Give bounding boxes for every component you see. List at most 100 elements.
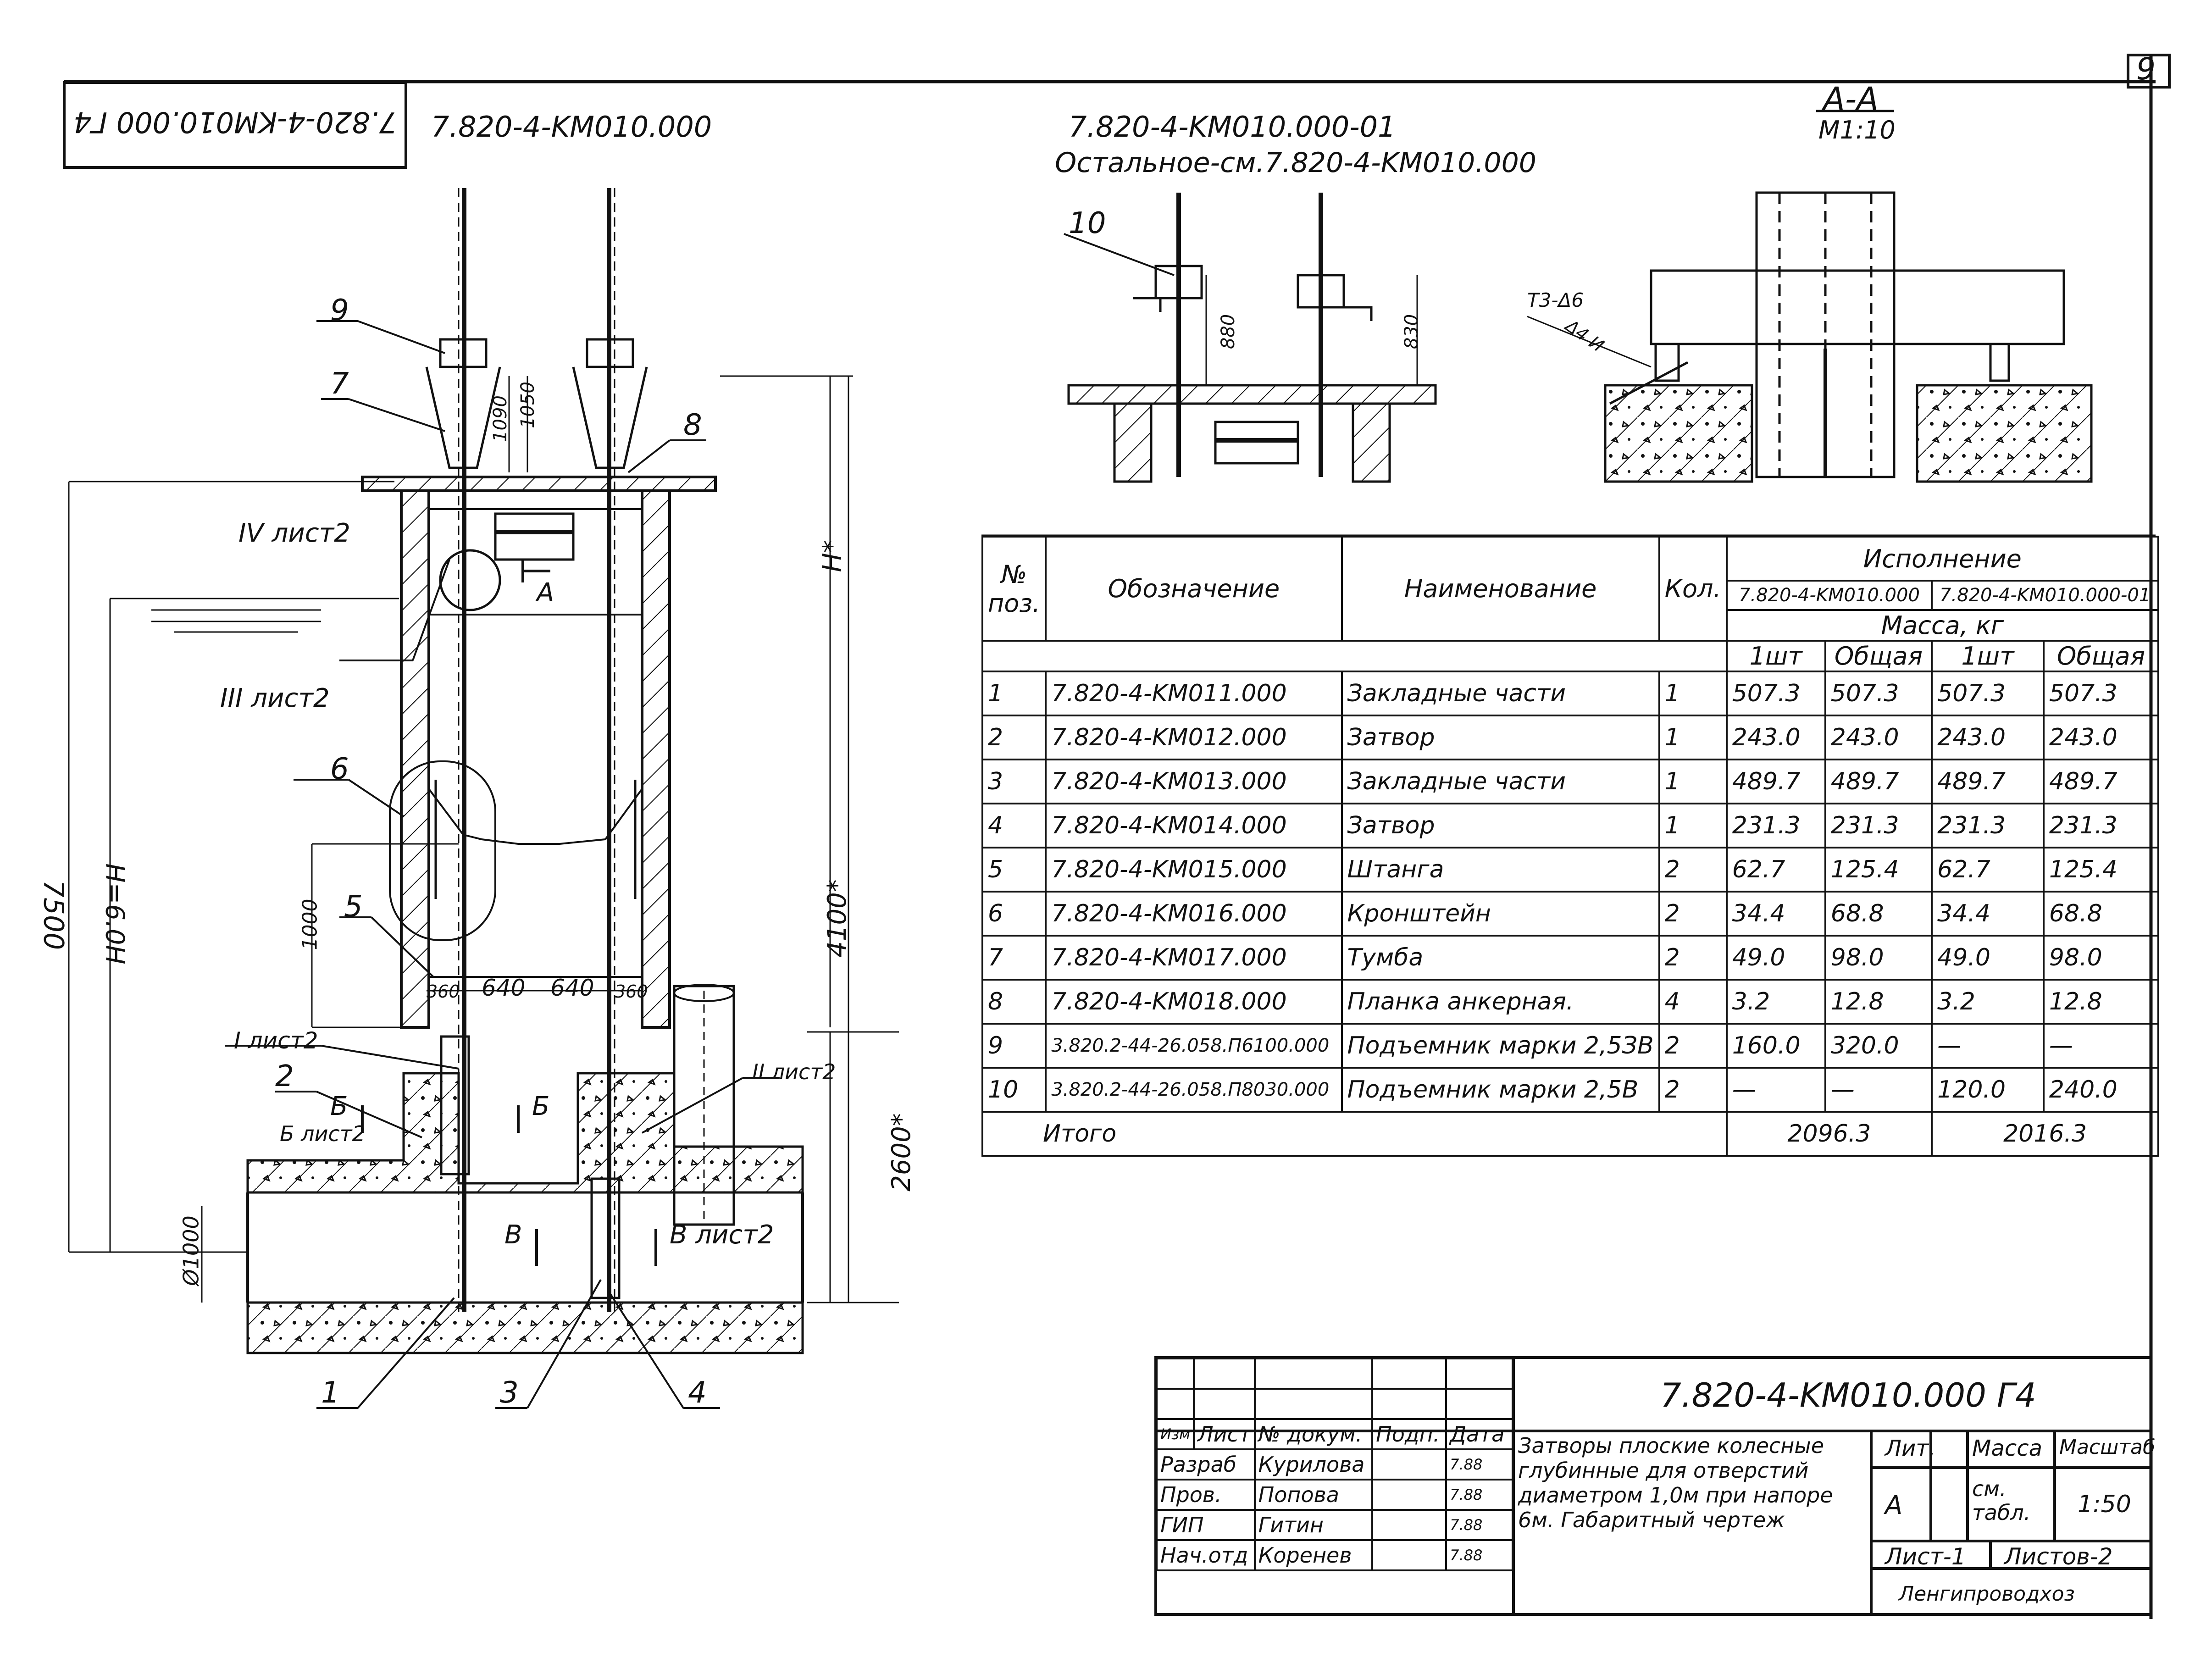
- dim-1050: 1050: [517, 382, 538, 428]
- approval-signature: [1371, 1539, 1447, 1571]
- approval-role: Пров.: [1156, 1479, 1256, 1511]
- stamp-list: Лист: [1193, 1418, 1256, 1450]
- total-exec1: 2096.3: [1725, 1111, 1933, 1157]
- approval-signature: [1371, 1509, 1447, 1541]
- spec-cell-pos: 6: [981, 891, 1047, 937]
- spec-cell-u1: 489.7: [1725, 759, 1826, 804]
- spec-cell-pos: 9: [981, 1023, 1047, 1069]
- spec-cell-code: 7.820-4-KM011.000: [1045, 671, 1343, 716]
- spec-cell-name: Закладные части: [1341, 671, 1660, 716]
- pos-label-5: 5: [344, 890, 363, 924]
- dim-head: Н=6.0Н: [100, 863, 130, 965]
- spec-cell-t2: 489.7: [2042, 759, 2160, 804]
- spec-cell-u2: 507.3: [1931, 671, 2045, 716]
- spec-cell-u1: 507.3: [1725, 671, 1826, 716]
- pos-label-6: 6: [330, 752, 349, 786]
- dim-4100: 4100*: [822, 879, 852, 958]
- dim-880: 880: [1218, 314, 1239, 349]
- spec-cell-u2: 120.0: [1931, 1067, 2045, 1113]
- col-mass: Масса, кг: [1725, 609, 2160, 642]
- spec-cell-name: Закладные части: [1341, 759, 1660, 804]
- spec-cell-name: Затвор: [1341, 803, 1660, 848]
- approval-name: Коренев: [1253, 1539, 1374, 1571]
- main-elevation: [110, 188, 804, 1354]
- total-exec2: 2016.3: [1931, 1111, 2159, 1157]
- sheet-number: 9: [2136, 51, 2156, 87]
- alt-view: [1064, 193, 1437, 483]
- spec-cell-code: 7.820-4-KM015.000: [1045, 847, 1343, 893]
- spec-cell-t2: 12.8: [2042, 979, 2160, 1025]
- title-org: Ленгипроводхоз: [1899, 1582, 2075, 1606]
- spec-cell-t2: 125.4: [2042, 847, 2160, 893]
- spec-cell-t1: 12.8: [1824, 979, 1933, 1025]
- ref-iv: IV лист2: [238, 518, 350, 548]
- spec-cell-t2: 243.0: [2042, 715, 2160, 760]
- dim-1000: 1000: [298, 898, 322, 950]
- spec-cell-u2: 34.4: [1931, 891, 2045, 937]
- spec-cell-u2: 243.0: [1931, 715, 2045, 760]
- cut-label-v: В: [504, 1220, 522, 1250]
- spec-cell-code: 7.820-4-KM018.000: [1045, 979, 1343, 1025]
- spec-cell-t1: 125.4: [1824, 847, 1933, 893]
- dim-2600: 2600*: [886, 1113, 916, 1192]
- col-execution: Исполнение: [1725, 536, 2160, 582]
- spec-cell-t2: 240.0: [2042, 1067, 2160, 1113]
- ref-b: Б лист2: [280, 1121, 366, 1146]
- pos-label-8: 8: [683, 408, 702, 442]
- stamp-izm: Изм: [1155, 1418, 1195, 1450]
- spec-cell-u2: 62.7: [1931, 847, 2045, 893]
- section-scale: M1:10: [1818, 116, 1896, 144]
- dimension-lines: [68, 375, 899, 1303]
- spec-cell-code: 7.820-4-KM017.000: [1045, 935, 1343, 981]
- cut-label-b-left: Б: [330, 1092, 348, 1121]
- cut-label-b-right: Б: [532, 1092, 550, 1121]
- spec-cell-name: Подъемник марки 2,5ЗВ: [1341, 1023, 1660, 1069]
- spec-cell-u2: 49.0: [1931, 935, 2045, 981]
- spec-cell-t2: 98.0: [2042, 935, 2160, 981]
- pos-label-2: 2: [275, 1059, 294, 1093]
- title-description: Затворы плоские колесные глубинные для о…: [1518, 1433, 1833, 1532]
- col-qty: Кол.: [1658, 536, 1728, 642]
- spec-cell-u1: 160.0: [1725, 1023, 1826, 1069]
- spec-cell-code: 7.820-4-KM016.000: [1045, 891, 1343, 937]
- leader-lines: [225, 320, 780, 1409]
- dim-830: 830: [1401, 314, 1423, 349]
- spec-cell-u1: 3.2: [1725, 979, 1826, 1025]
- dim-7500: 7500: [37, 880, 70, 950]
- spec-cell-code: 3.820.2-44-26.058.П6100.000: [1045, 1023, 1343, 1069]
- spec-cell-t1: 489.7: [1824, 759, 1933, 804]
- spec-cell-u2: 3.2: [1931, 979, 2045, 1025]
- spec-cell-qty: 1: [1658, 715, 1728, 760]
- spec-cell-u1: 231.3: [1725, 803, 1826, 848]
- top-left-code: 7.820-4-KM010.000 Г4: [73, 105, 397, 139]
- spec-cell-name: Кронштейн: [1341, 891, 1660, 937]
- approval-role: Нач.отд: [1156, 1539, 1256, 1571]
- approval-date: 7.88: [1445, 1509, 1513, 1541]
- spec-cell-qty: 2: [1658, 847, 1728, 893]
- spec-cell-t1: 243.0: [1824, 715, 1933, 760]
- spec-cell-u2: 231.3: [1931, 803, 2045, 848]
- spec-cell-qty: 1: [1658, 759, 1728, 804]
- col-total1: Общая: [1824, 640, 1933, 672]
- ref-ii: II лист2: [752, 1059, 836, 1084]
- approval-signature: [1371, 1448, 1447, 1480]
- dim-h: Н*: [817, 540, 848, 572]
- title-lit-value: А: [1885, 1491, 1903, 1520]
- section-aa: [1527, 110, 2093, 483]
- dim-360-left: 360: [427, 981, 460, 1002]
- pos-label-10: 10: [1069, 206, 1106, 240]
- spec-cell-u1: 49.0: [1725, 935, 1826, 981]
- col-exec1: 7.820-4-KM010.000: [1725, 580, 1933, 611]
- approval-date: 7.88: [1445, 1539, 1513, 1571]
- spec-cell-t2: —: [2042, 1023, 2160, 1069]
- spec-cell-qty: 1: [1658, 671, 1728, 716]
- ref-v: В лист2: [670, 1220, 774, 1250]
- dim-diameter: Ø1000: [178, 1215, 204, 1286]
